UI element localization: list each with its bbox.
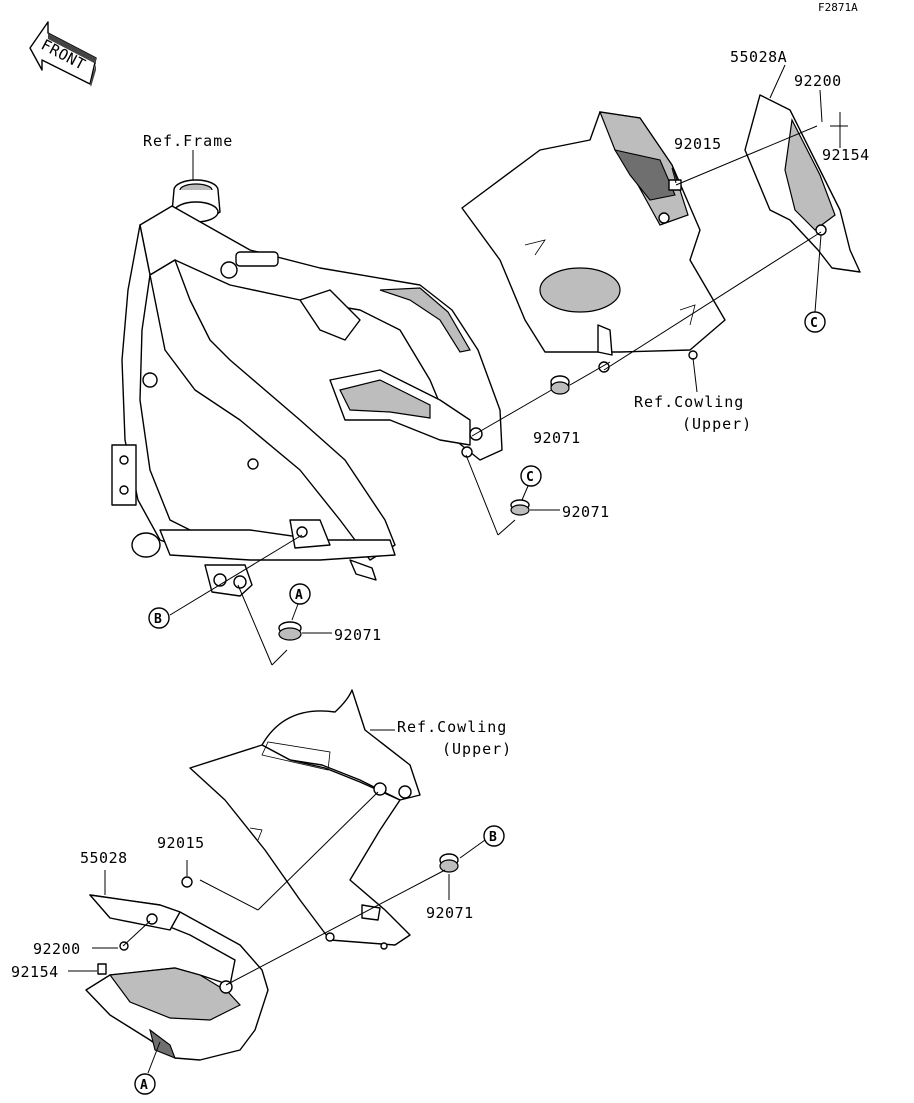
- part-label-92200-bottom: 92200: [33, 940, 81, 958]
- callout-b-bottom: B: [483, 825, 505, 847]
- callout-c-top: C: [804, 311, 826, 333]
- part-label-92200-top: 92200: [794, 72, 842, 90]
- side-panel-55028: [85, 876, 269, 1061]
- svg-text:A: A: [295, 588, 303, 603]
- grommet-92071-mid: [550, 375, 570, 395]
- grommet-92071-b: [439, 853, 459, 873]
- cowling-upper-drawing: [461, 111, 726, 373]
- part-label-92071-a: 92071: [334, 626, 382, 644]
- svg-text:A: A: [140, 1078, 148, 1093]
- leader-lines-top: [169, 64, 848, 666]
- grommet-92071-c: [510, 499, 530, 516]
- ref-cowling-upper-top-1: Ref.Cowling: [634, 393, 744, 411]
- part-label-55028A: 55028A: [730, 48, 787, 66]
- figure-code: F2871A: [818, 1, 858, 14]
- part-label-92154-top: 92154: [822, 146, 870, 164]
- part-label-55028: 55028: [80, 849, 128, 867]
- svg-text:C: C: [810, 316, 818, 331]
- ref-cowling-upper-bottom-2: (Upper): [442, 740, 512, 758]
- cowling-upper-lower-drawing: [189, 689, 421, 950]
- callout-a-mid: A: [289, 583, 311, 605]
- grommet-92071-a: [278, 621, 302, 641]
- callout-c-mid: C: [520, 465, 542, 487]
- ref-frame-label: Ref.Frame: [143, 132, 233, 150]
- front-arrow-icon: FRONT: [29, 21, 97, 87]
- frame-drawing: [111, 179, 503, 597]
- part-label-92015-top: 92015: [674, 135, 722, 153]
- part-label-92154-bottom: 92154: [11, 963, 59, 981]
- ref-cowling-upper-bottom-1: Ref.Cowling: [397, 718, 507, 736]
- svg-text:B: B: [489, 830, 497, 845]
- part-label-92015-bottom: 92015: [157, 834, 205, 852]
- svg-text:B: B: [154, 612, 162, 627]
- leader-lines-bottom: [68, 729, 486, 1074]
- callout-b-left: B: [148, 607, 170, 629]
- ref-cowling-upper-top-2: (Upper): [682, 415, 752, 433]
- part-label-92071-mid: 92071: [533, 429, 581, 447]
- part-label-92071-c: 92071: [562, 503, 610, 521]
- callout-a-bottom: A: [134, 1073, 156, 1095]
- part-label-92071-b: 92071: [426, 904, 474, 922]
- svg-text:C: C: [526, 470, 534, 485]
- side-panel-55028A: [668, 94, 861, 273]
